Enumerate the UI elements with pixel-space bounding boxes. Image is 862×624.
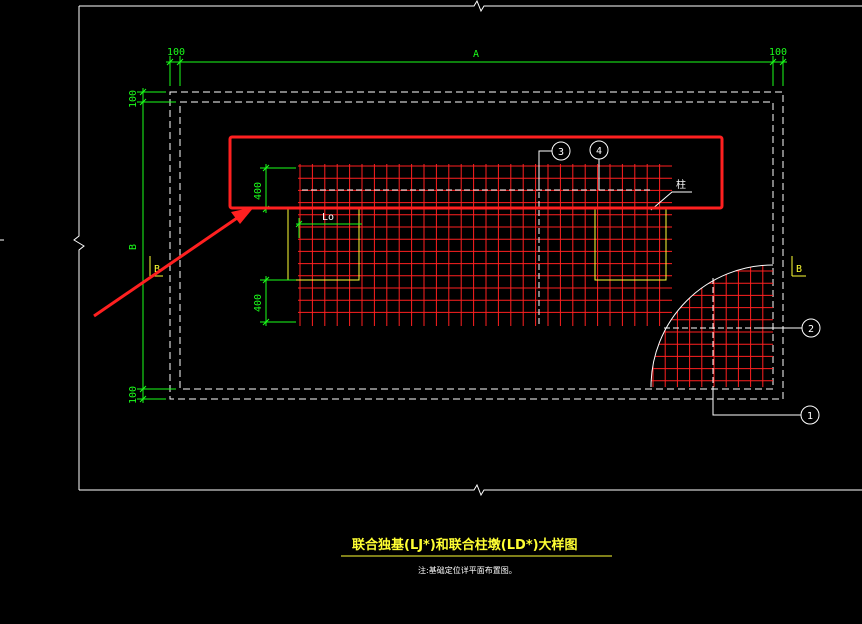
column-label-leader — [650, 191, 692, 211]
drawing-title: 联合独基(LJ*)和联合柱墩(LD*)大样图 — [352, 537, 578, 553]
callout-1-label: 1 — [807, 411, 813, 422]
section-label-right: B — [796, 264, 802, 275]
callout-4-leader — [589, 140, 609, 190]
dim-inner-bottom: 400 — [253, 294, 264, 312]
inner-dimension-top — [260, 164, 296, 213]
callout-2-label: 2 — [808, 324, 814, 335]
dim-left-mid: B — [128, 244, 139, 250]
dim-top-mid: A — [473, 49, 479, 60]
callout-3-label: 3 — [558, 147, 564, 158]
outer-frame — [73, 0, 862, 497]
column-label: 柱 — [676, 178, 686, 191]
inner-dimension-bottom — [260, 276, 296, 326]
dim-top-right: 100 — [769, 47, 787, 58]
rebar-grid — [298, 164, 672, 326]
dim-inner-top: 400 — [253, 182, 264, 200]
column-right[interactable] — [594, 208, 667, 281]
callout-4-label: 4 — [596, 146, 602, 157]
highlight-arrow-shaft — [93, 214, 241, 318]
highlight-box[interactable] — [228, 135, 724, 210]
dim-top-left: 100 — [167, 47, 185, 58]
foundation-outline-outer — [169, 91, 784, 400]
section-mark-right — [791, 256, 806, 277]
dim-lo: Lo — [322, 212, 334, 223]
section-label-left: B — [154, 264, 160, 275]
left-dimension — [137, 88, 176, 403]
foundation-outline-inner — [179, 101, 774, 390]
lo-dimension — [295, 218, 362, 238]
dim-left-top: 100 — [128, 90, 139, 108]
highlight-arrow-head — [231, 207, 254, 224]
callout-1-leader — [712, 387, 820, 425]
detail-arc — [650, 264, 774, 388]
callout-3-leader — [538, 141, 571, 190]
top-dimension — [166, 56, 787, 86]
callout-2-leader — [760, 318, 821, 338]
dim-left-bottom: 100 — [128, 386, 139, 404]
drawing-note: 注:基础定位详平面布置图。 — [418, 565, 517, 575]
